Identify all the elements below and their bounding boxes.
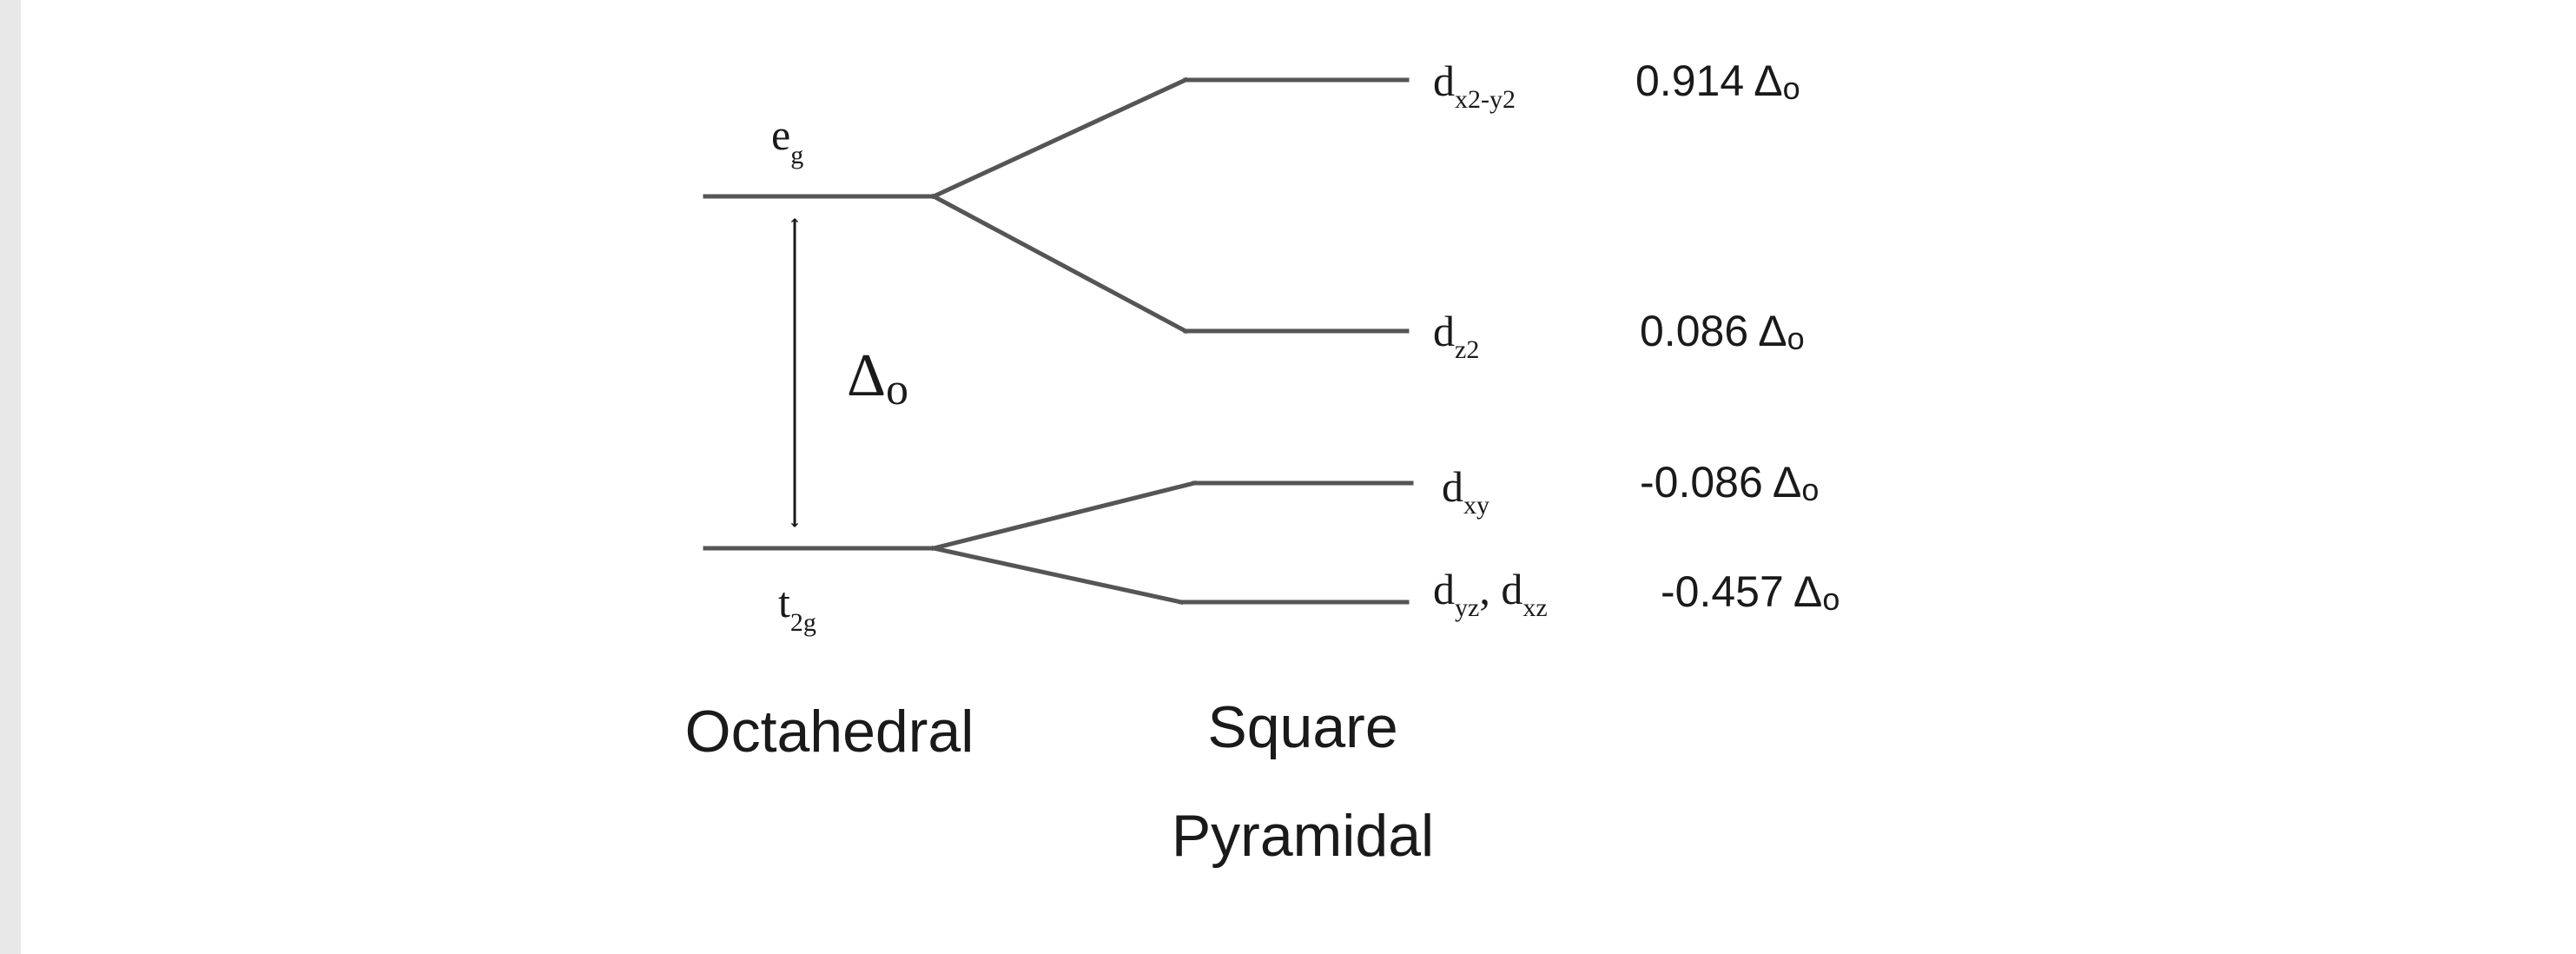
dyz-dxz-energy-value: -0.457 Δo [1661, 567, 1840, 617]
connector-t2g-to-dxy [930, 480, 1198, 552]
dz2-label: dz2 [1433, 307, 1479, 364]
connector-t2g-to-dyz-dxz [931, 546, 1184, 605]
square-pyramidal-title-line1: Square [1207, 694, 1397, 760]
connector-eg-to-dx2y2 [930, 76, 1189, 200]
dz2-energy-value: 0.086 Δo [1640, 307, 1805, 356]
eg-label: eg [771, 110, 803, 169]
dx2y2-label: dx2-y2 [1433, 56, 1516, 114]
t2g-label: t2g [778, 578, 816, 637]
left-edge-strip [0, 0, 21, 954]
connector-eg-to-dz2 [930, 193, 1189, 335]
square-pyramidal-title-line2: Pyramidal [1172, 803, 1434, 869]
octahedral-title: Octahedral [685, 699, 974, 765]
delta-o-label: Δo [847, 342, 908, 414]
dxy-label: dxy [1442, 462, 1489, 520]
dxy-energy-value: -0.086 Δo [1640, 458, 1819, 507]
dyz-dxz-label: dyz, dxz [1433, 565, 1548, 622]
dx2y2-energy-value: 0.914 Δo [1635, 56, 1800, 106]
